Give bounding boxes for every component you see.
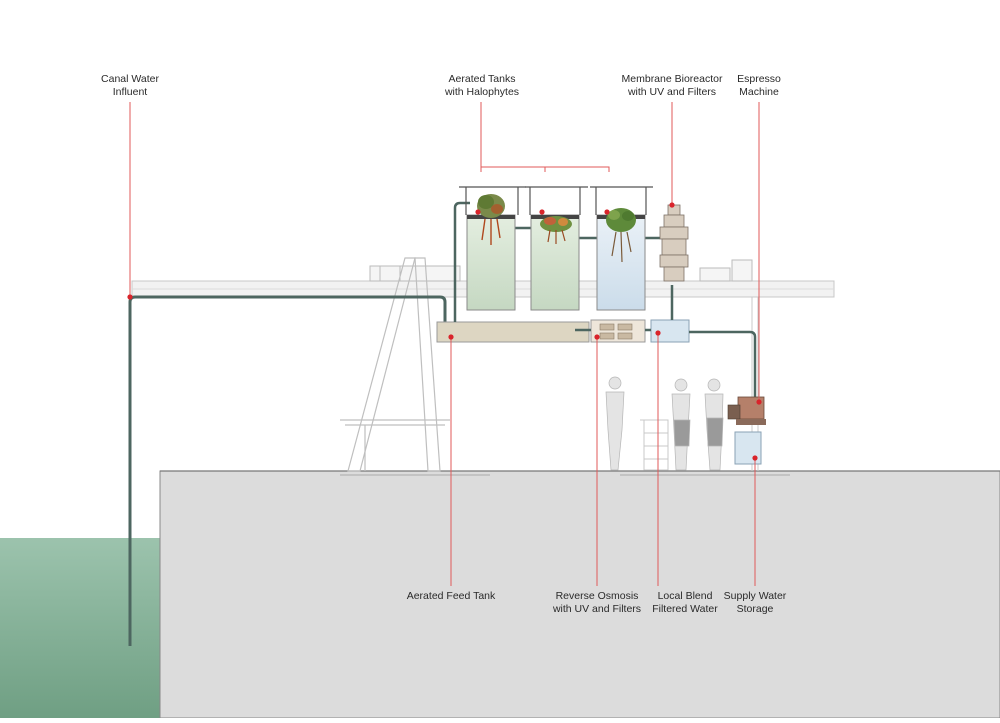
a-frame-support: [340, 257, 450, 472]
people-silhouettes: [605, 376, 724, 471]
halophyte-tank-3: [596, 208, 646, 311]
label-aerated-feed-tank: Aerated Feed Tank: [406, 590, 496, 602]
railing-right: [699, 259, 753, 282]
halophyte-tank-1: [466, 194, 516, 311]
connector-pipes: [453, 201, 757, 398]
tank-frames: [459, 186, 653, 215]
label-membrane-bioreactor: Membrane Bioreactor with UV and Filters: [621, 73, 723, 98]
membrane-bioreactor-unit: [659, 204, 689, 282]
halophyte-group-bracket: [480, 166, 610, 172]
canal-intake-pipe: [128, 295, 447, 646]
halophyte-tank-2: [530, 214, 580, 311]
canal-water-body: [0, 538, 160, 718]
ground-slab: [159, 470, 1000, 719]
label-reverse-osmosis: Reverse Osmosis with UV and Filters: [552, 590, 642, 615]
label-canal-water-influent: Canal Water Influent: [101, 73, 159, 98]
label-local-blend: Local Blend Filtered Water: [652, 590, 718, 615]
label-aerated-tanks: Aerated Tanks with Halophytes: [444, 73, 520, 98]
marker-dots: [127, 202, 762, 461]
label-supply-water-storage: Supply Water Storage: [723, 590, 787, 615]
railing-left: [369, 265, 461, 282]
reverse-osmosis-unit: [590, 319, 646, 343]
leader-lines: [129, 102, 760, 586]
label-espresso-machine: Espresso Machine: [737, 73, 781, 98]
aerated-feed-tank: [436, 321, 590, 343]
